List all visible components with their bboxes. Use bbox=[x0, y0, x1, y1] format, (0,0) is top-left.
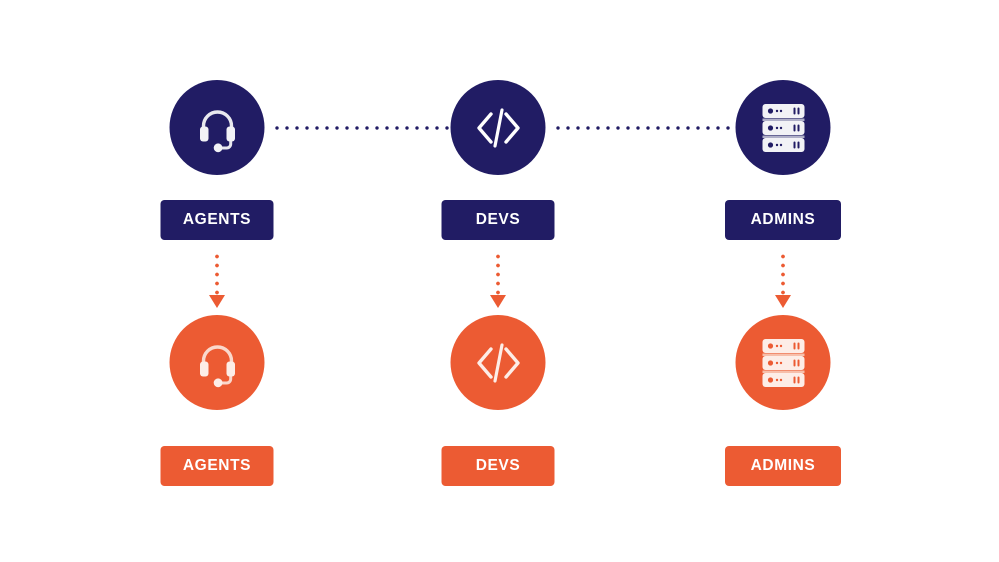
server-rack-icon bbox=[760, 338, 806, 388]
node-devs-top[interactable] bbox=[450, 80, 546, 175]
connector-agents-devs bbox=[272, 125, 450, 131]
column-admins: ADMINS bbox=[663, 0, 903, 562]
headset-icon bbox=[190, 336, 244, 390]
node-admins-bottom[interactable] bbox=[735, 315, 831, 410]
headset-icon bbox=[190, 101, 244, 155]
label-devs-bottom[interactable]: DEVS bbox=[441, 446, 555, 486]
arrow-admins-head bbox=[775, 295, 791, 308]
label-agents-bottom[interactable]: AGENTS bbox=[160, 446, 274, 486]
label-admins-bottom[interactable]: ADMINS bbox=[725, 446, 841, 486]
arrow-devs-shaft bbox=[496, 252, 500, 296]
arrow-agents-shaft bbox=[215, 252, 219, 296]
arrow-devs-head bbox=[490, 295, 506, 308]
arrow-admins-shaft bbox=[781, 252, 785, 296]
arrow-devs bbox=[490, 252, 506, 310]
label-admins-top[interactable]: ADMINS bbox=[725, 200, 841, 240]
arrow-agents-head bbox=[209, 295, 225, 308]
column-devs: DEVS DEVS bbox=[378, 0, 618, 562]
node-agents-bottom[interactable] bbox=[169, 315, 265, 410]
column-agents: AGENTS AGENTS bbox=[97, 0, 337, 562]
arrow-admins bbox=[775, 252, 791, 310]
label-agents-top[interactable]: AGENTS bbox=[160, 200, 274, 240]
label-devs-top[interactable]: DEVS bbox=[441, 200, 555, 240]
node-admins-top[interactable] bbox=[735, 80, 831, 175]
code-brackets-icon bbox=[472, 337, 524, 389]
code-brackets-icon bbox=[472, 102, 524, 154]
node-agents-top[interactable] bbox=[169, 80, 265, 175]
arrow-agents bbox=[209, 252, 225, 310]
connector-devs-admins bbox=[553, 125, 731, 131]
node-devs-bottom[interactable] bbox=[450, 315, 546, 410]
server-rack-icon bbox=[760, 103, 806, 153]
